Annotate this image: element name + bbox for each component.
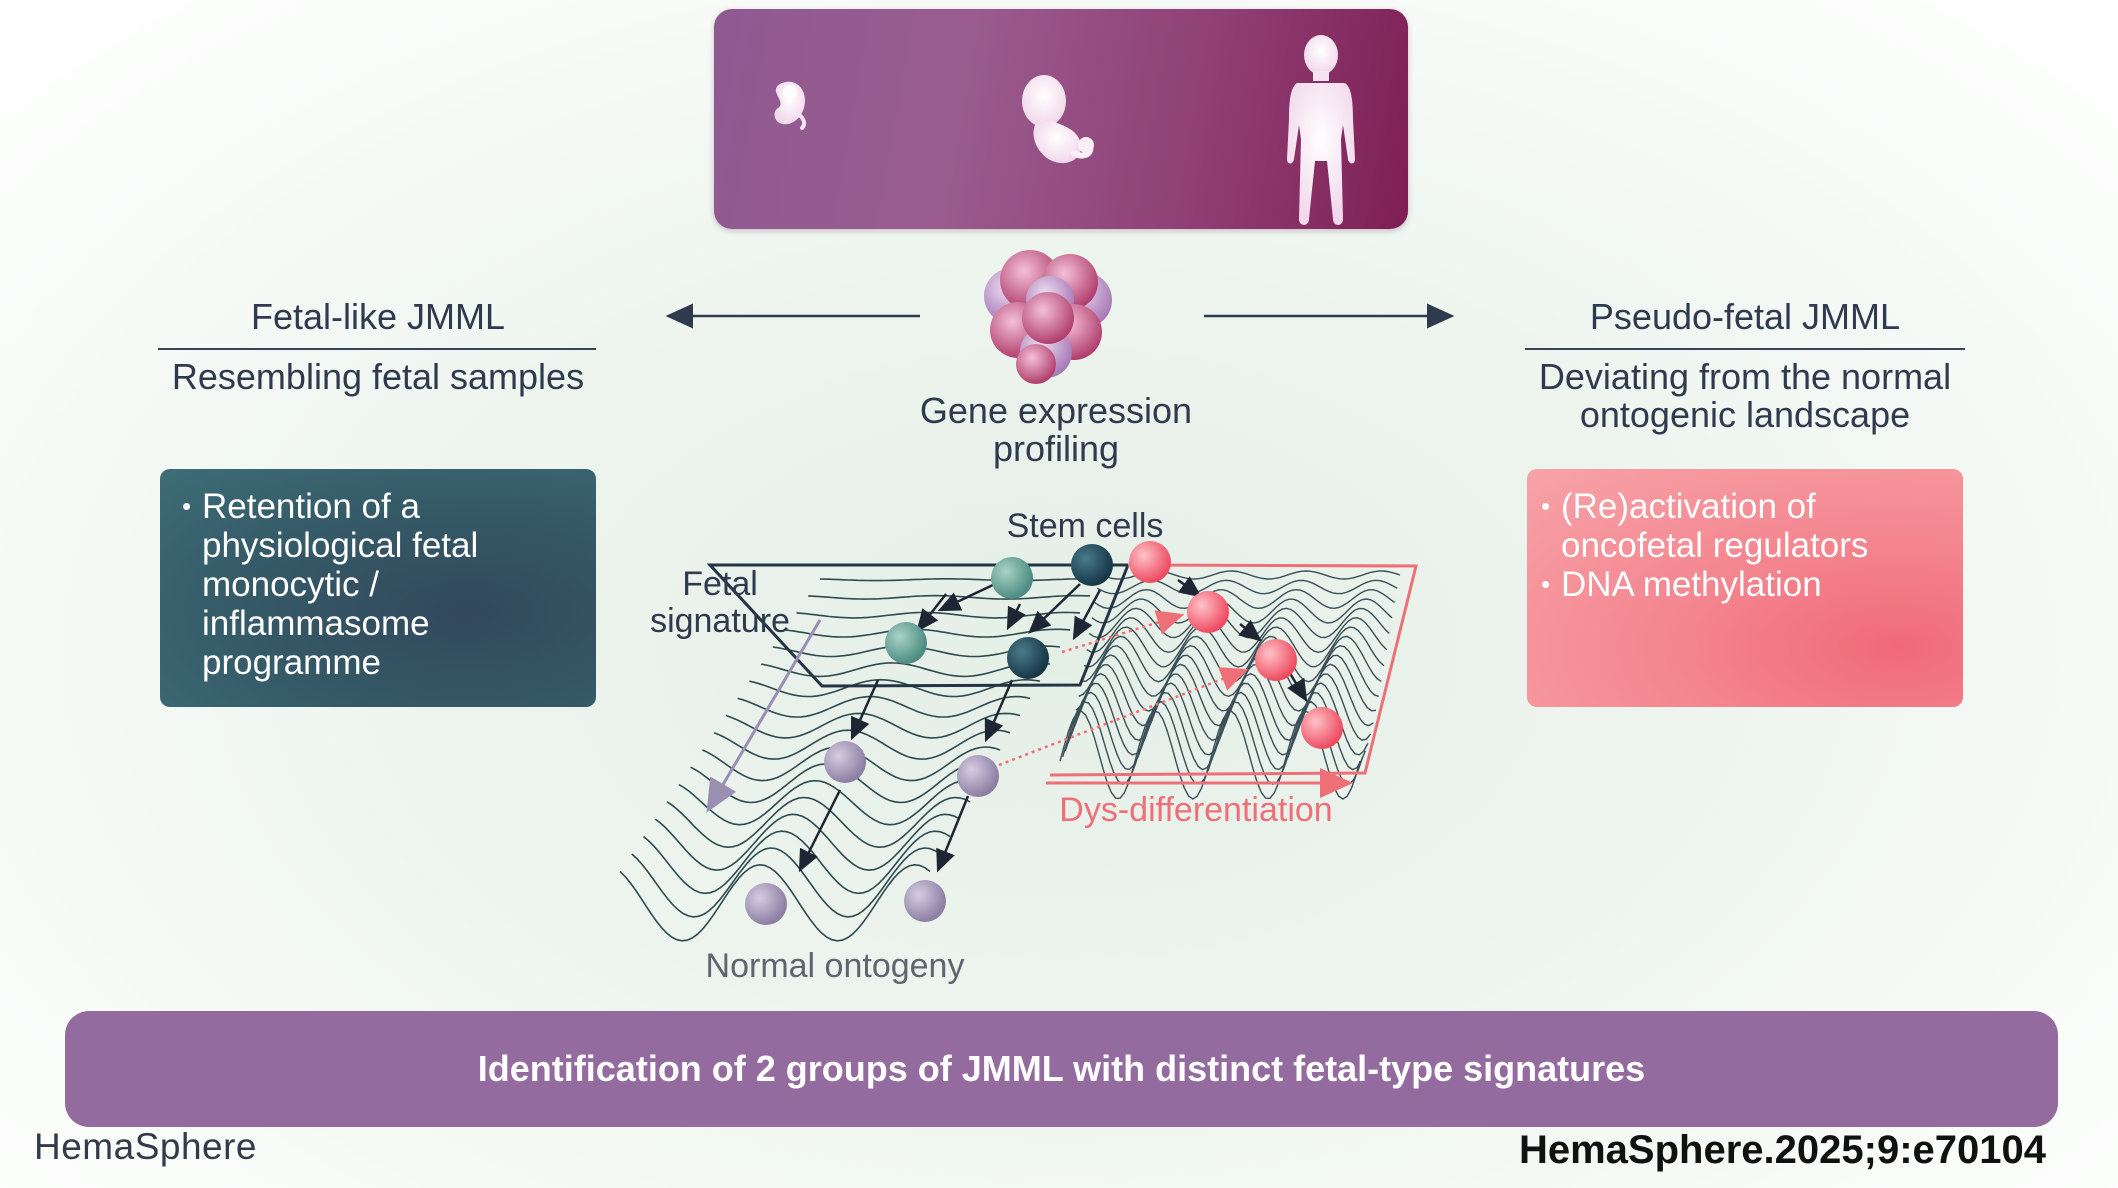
landscape-line [631,847,941,918]
landscape-line [725,712,1021,739]
stem-cell-pink [1129,541,1171,583]
journal-brand: HemaSphere [34,1126,258,1167]
fetus-icon [1022,75,1094,164]
dys-landscape-line [1062,700,1364,786]
dys-landscape-line [1086,616,1388,654]
gene-expression-label: Gene expression profiling [919,390,1193,469]
cell-navy-2 [1007,637,1049,679]
landscape-line [654,813,961,871]
dys-landscape-line [1078,644,1379,698]
cell-pink-2 [1187,591,1229,633]
cell-pink-4 [1301,707,1343,749]
normal-landscape-lines [619,578,1101,942]
citation: HemaSphere.2025;9:e70104 [1518,1128,2046,1172]
dys-landscape-line [1088,607,1390,639]
landscape-line [619,863,931,942]
dys-landscape-line [1075,654,1377,712]
landscape-line [737,695,1031,718]
dys-landscape-line [1064,691,1366,771]
stem-cell-teal [991,557,1033,599]
left-divider [158,348,596,350]
landscape-line [749,678,1041,698]
cell-lav-4 [904,880,946,922]
landscape-line [678,779,981,826]
stem-cell-navy [1071,544,1113,586]
fetal-like-bullets: •Retention of a physiological fetal mono… [182,487,578,682]
landscape-line [666,796,971,849]
fetal-like-title: Fetal-like JMML [250,296,506,337]
pseudo-fetal-title: Pseudo-fetal JMML [1589,296,1901,337]
development-stages-banner [714,9,1408,229]
fetal-signature-arrow [706,619,822,813]
right-divider [1525,348,1965,350]
list-item: •(Re)activation of oncofetal regulators [1541,487,1869,565]
normal-ontogeny-label: Normal ontogeny [705,947,965,985]
landscape-line [642,830,951,895]
cell-lav-2 [957,755,999,797]
conclusion-text: Identification of 2 groups of JMML with … [477,1048,1646,1089]
landscape-line [784,628,1071,638]
dys-landscape-line [1096,579,1398,595]
embryo-icon [774,81,807,130]
landscape-line [819,578,1101,582]
landscape-line [761,662,1051,678]
landscape-line [808,594,1091,600]
dys-trajectory-arrows [985,610,1249,772]
fetal-signature-label: Fetal signature [650,565,790,640]
dys-step-arrows [1177,576,1308,703]
dys-differentiation-label: Dys-differentiation [1059,791,1333,829]
fetal-frame [706,563,1131,688]
conclusion-banner: Identification of 2 groups of JMML with … [65,1011,2058,1127]
dys-frame [1049,563,1418,777]
child-icon [1287,35,1355,225]
pseudo-fetal-bullets: •(Re)activation of oncofetal regulators … [1541,487,1945,604]
waddington-landscape-diagram [619,541,1418,942]
cell-lav-3 [745,883,787,925]
landscape-line [796,611,1081,619]
list-item: •DNA methylation [1541,565,1822,604]
cell-cluster-icon [984,250,1112,384]
cell-teal-2 [885,622,927,664]
stem-cells-label: Stem cells [1006,507,1164,545]
dys-landscape-line [1094,588,1396,610]
pseudo-fetal-subtitle: Deviating from the normal ontogenic land… [1538,356,1952,435]
pseudo-fetal-box: •(Re)activation of oncofetal regulators … [1527,469,1963,707]
fetal-like-box: •Retention of a physiological fetal mono… [160,469,596,707]
list-item: •Retention of a physiological fetal mono… [182,487,479,682]
cell-lav-1 [824,741,866,783]
dys-landscape-line [1083,626,1385,668]
trajectory-arrows [798,574,1102,873]
cell-pink-3 [1255,639,1297,681]
dys-landscape-line [1091,598,1393,624]
fetal-like-subtitle: Resembling fetal samples [171,356,585,397]
